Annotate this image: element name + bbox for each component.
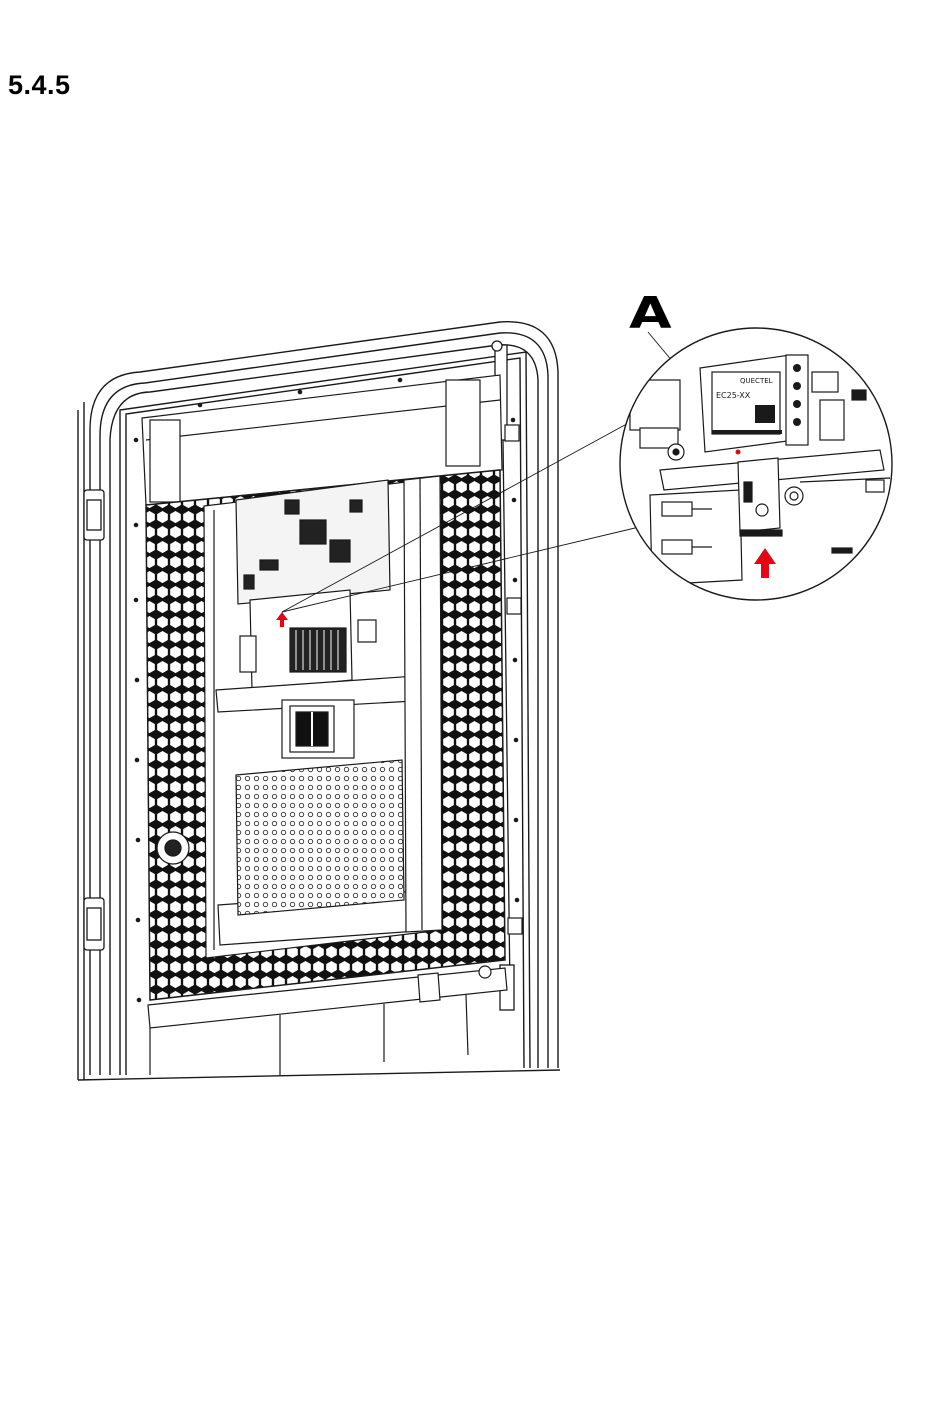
hinges (84, 490, 104, 950)
electronics-bay (204, 476, 442, 958)
zoom-detail (620, 328, 892, 600)
module-model-text: EC25-XX (716, 391, 751, 400)
module-brand-text: QUECTEL (740, 377, 773, 385)
side-knob (157, 832, 189, 864)
callout-label-a: A (629, 288, 672, 339)
